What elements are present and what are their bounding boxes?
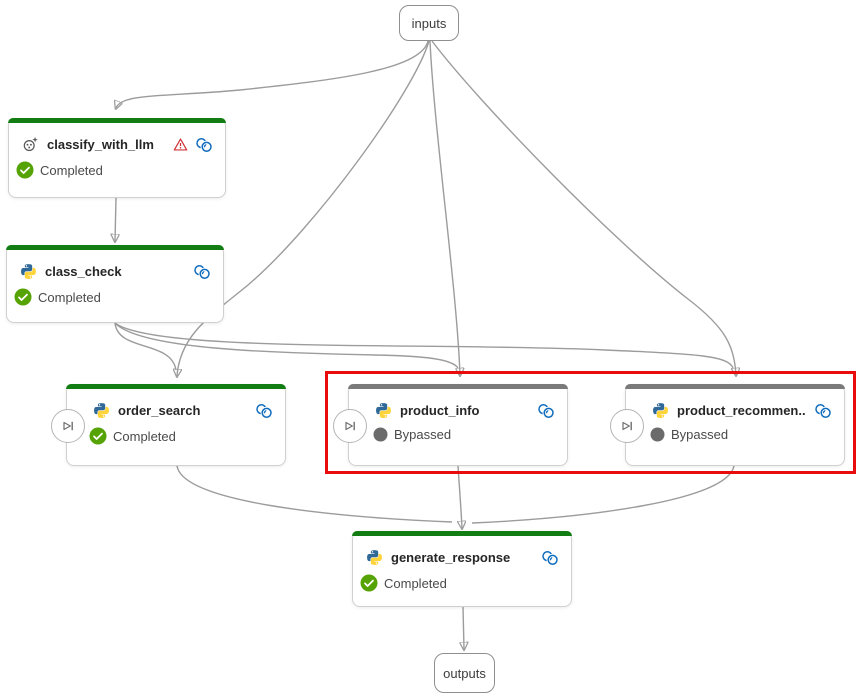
node-title: generate_response [391,550,511,565]
node-classify_with_llm[interactable]: classify_with_llm [8,118,226,198]
python-icon [652,402,669,419]
play-to-icon [63,421,73,431]
edge-class_check-product_recommendation [114,322,734,369]
status-text: Completed [40,162,103,178]
python-icon [366,549,383,566]
play-to-icon [345,421,355,431]
edge-product_recommendation-generate_response [471,465,735,524]
status-text: Bypassed [394,427,452,442]
node-generate_response[interactable]: generate_response Completed [352,531,572,607]
node-title: class_check [45,264,122,279]
node-order_search[interactable]: order_search Completed [51,384,286,466]
link-icon[interactable] [814,403,832,419]
link-icon[interactable] [255,403,273,419]
node-inputs-label: inputs [411,15,447,31]
edge-inputs-product_recommendation [431,40,736,375]
link-icon[interactable] [193,264,211,280]
bypassed-icon [373,427,388,442]
python-icon [20,263,37,280]
status-text: Completed [384,575,447,591]
edge-inputs-order_search [177,40,430,376]
status-text: Bypassed [671,427,729,442]
status-topbar [348,384,568,389]
activate-config-badge[interactable] [51,409,85,443]
edge-generate_response-outputs [463,606,464,649]
status-text: Completed [113,428,176,444]
completed-icon [89,427,107,445]
status-topbar [625,384,845,389]
node-product_recommendation[interactable]: product_recommen... Bypassed [610,384,845,466]
activate-config-badge[interactable] [333,409,367,443]
link-icon[interactable] [541,550,559,566]
node-title: order_search [118,403,201,418]
node-product_info[interactable]: product_info Bypassed [333,384,568,466]
play-to-icon [622,421,632,431]
python-icon [93,402,110,419]
node-title: product_recommen... [677,403,806,418]
warning-icon[interactable] [173,137,188,152]
node-class_check[interactable]: class_check Completed [6,245,224,323]
link-icon[interactable] [537,403,555,419]
edge-inputs-product_info [429,40,460,375]
edge-class_check-product_info [114,322,459,369]
node-title: product_info [400,403,480,418]
edge-product_info-generate_response [458,465,462,528]
llm-icon [22,136,39,153]
edge-class_check-order_search [114,322,177,371]
completed-icon [16,161,34,179]
completed-icon [360,574,378,592]
bypassed-icon [650,427,665,442]
edge-classify_with_llm-class_check [115,197,116,241]
python-icon [375,402,392,419]
completed-icon [14,288,32,306]
activate-config-badge[interactable] [610,409,644,443]
bypassed-group-highlight [325,371,856,474]
edge-order_search-generate_response [176,465,453,523]
status-topbar [352,531,572,536]
status-topbar [6,245,224,250]
edge-inputs-classify_with_llm [116,40,429,108]
link-icon[interactable] [195,137,213,153]
status-text: Completed [38,289,101,305]
node-title: classify_with_llm [47,137,154,152]
node-outputs[interactable]: outputs [434,653,495,693]
status-topbar [8,118,226,123]
status-topbar [66,384,286,389]
node-inputs[interactable]: inputs [399,5,459,41]
node-outputs-label: outputs [443,665,486,681]
